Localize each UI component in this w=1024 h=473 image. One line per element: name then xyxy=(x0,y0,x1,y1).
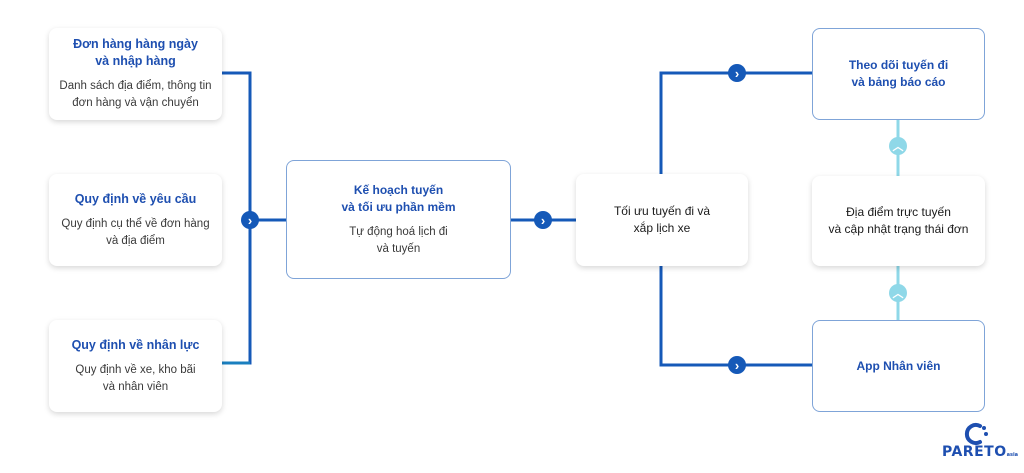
card-daily-orders-desc: Danh sách địa điểm, thông tin đơn hàng v… xyxy=(59,80,212,109)
card-route-tracking-title: Theo dõi tuyến đi và bảng báo cáo xyxy=(848,58,949,89)
card-staff-rules: Quy định về nhân lực Quy định về xe, kho… xyxy=(49,320,222,412)
card-request-rules-title: Quy định về yêu cầu xyxy=(74,191,197,206)
card-staff-rules-desc: Quy định về xe, kho bãi và nhân viên xyxy=(75,363,196,393)
card-daily-orders-title: Đơn hàng hàng ngày và nhập hàng xyxy=(73,37,198,68)
card-route-planning-desc: Tự động hoá lịch đi và tuyến xyxy=(349,225,448,255)
card-staff-app: App Nhân viên xyxy=(812,320,985,412)
pareto-logo-icon xyxy=(964,423,988,445)
branch-up-line xyxy=(659,71,812,174)
branch-down-line xyxy=(659,265,812,367)
card-online-location: Địa điểm trực tuyến và cập nhật trạng th… xyxy=(812,176,985,266)
card-request-rules: Quy định về yêu cầu Quy định cụ thể về đ… xyxy=(49,174,222,266)
card-daily-orders: Đơn hàng hàng ngày và nhập hàng Danh sác… xyxy=(49,28,222,120)
card-request-rules-desc: Quy định cụ thể về đơn hàng và địa điểm xyxy=(61,217,210,247)
chevron-up-icon: ︿ xyxy=(889,284,907,302)
logo-wordmark: PARETOasia xyxy=(942,444,1019,460)
chevron-up-icon: ︿ xyxy=(889,137,907,155)
card-online-location-text: Địa điểm trực tuyến và cập nhật trạng th… xyxy=(828,205,969,236)
card-optimize-schedule: Tối ưu tuyến đi và xắp lịch xe xyxy=(576,174,748,266)
card-optimize-schedule-text: Tối ưu tuyến đi và xắp lịch xe xyxy=(613,204,711,235)
chevron-right-icon: › xyxy=(241,211,259,229)
card-route-planning-title: Kế hoạch tuyến và tối ưu phần mềm xyxy=(341,182,456,214)
chevron-right-icon: › xyxy=(728,64,746,82)
card-route-planning: Kế hoạch tuyến và tối ưu phần mềm Tự độn… xyxy=(286,160,511,279)
card-staff-rules-title: Quy định về nhân lực xyxy=(71,337,200,352)
card-route-tracking: Theo dõi tuyến đi và bảng báo cáo xyxy=(812,28,985,120)
chevron-right-icon: › xyxy=(728,356,746,374)
card-staff-app-title: App Nhân viên xyxy=(856,358,941,373)
chevron-right-icon: › xyxy=(534,211,552,229)
